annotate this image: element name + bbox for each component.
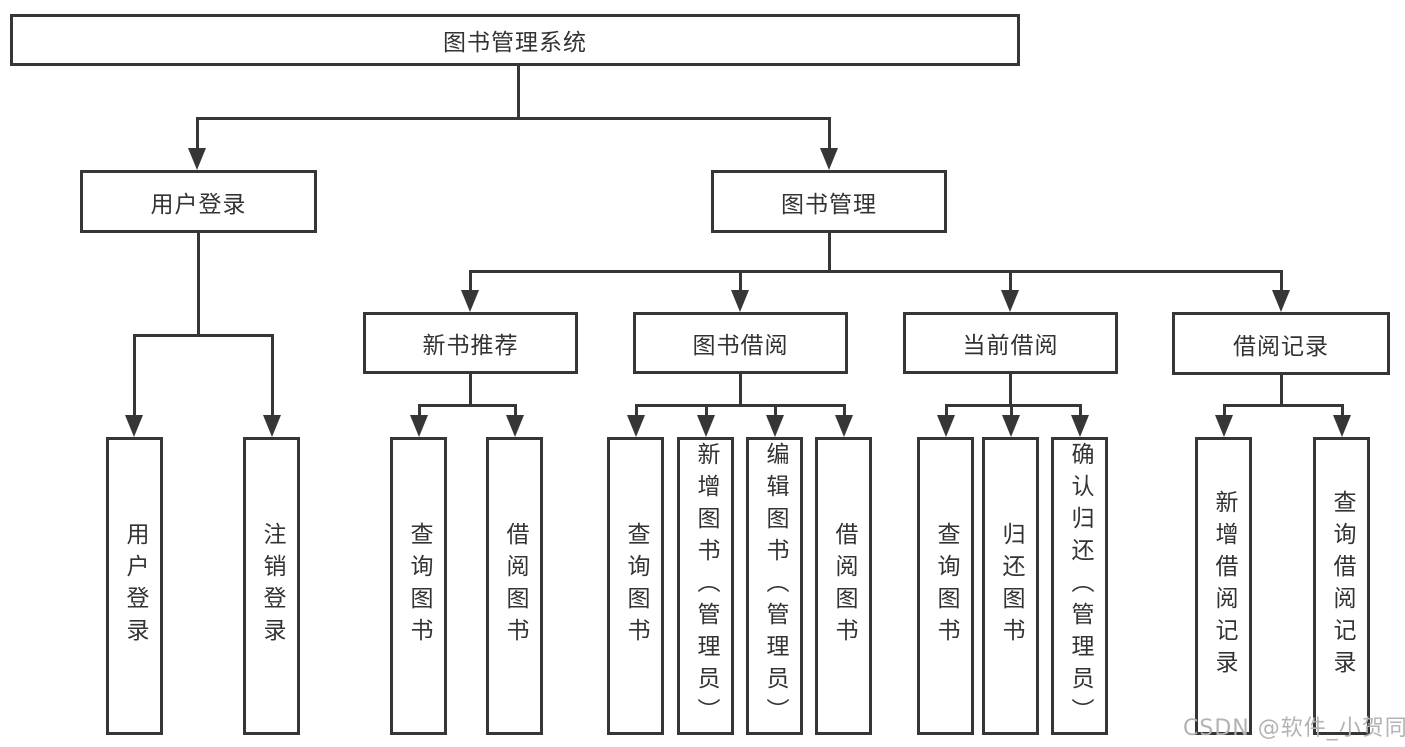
connector-vline — [635, 404, 638, 417]
node-user-login: 用户登录 — [80, 170, 317, 233]
arrow-down-icon — [627, 415, 645, 437]
node-book-management: 图书管理 — [711, 170, 947, 233]
leaf-add-borrow-record: 新增借阅记录 — [1195, 437, 1252, 735]
leaf-borrow-books-recommend: 借阅图书 — [486, 437, 543, 735]
connector-vline — [1009, 374, 1012, 407]
arrow-down-icon — [1001, 290, 1019, 312]
connector-vline — [1280, 270, 1283, 292]
connector-vline — [514, 404, 517, 417]
connector-vline — [774, 404, 777, 417]
node-new-book-recommend: 新书推荐 — [363, 312, 578, 374]
leaf-user-login: 用户登录 — [106, 437, 163, 735]
arrow-down-icon — [937, 415, 955, 437]
arrow-down-icon — [1333, 415, 1351, 437]
connector-vline — [1280, 374, 1283, 407]
connector-hline — [945, 404, 1081, 407]
connector-vline — [1223, 404, 1226, 417]
leaf-logout: 注销登录 — [243, 437, 300, 735]
connector-hline — [1223, 404, 1343, 407]
connector-vline — [517, 66, 520, 118]
connector-hline — [133, 334, 274, 337]
connector-vline — [1341, 404, 1344, 417]
connector-vline — [271, 334, 274, 417]
leaf-query-borrow-record: 查询借阅记录 — [1313, 437, 1370, 735]
connector-vline — [133, 334, 136, 417]
arrow-down-icon — [731, 290, 749, 312]
node-book-borrow: 图书借阅 — [633, 312, 848, 374]
connector-vline — [1009, 270, 1012, 292]
arrow-down-icon — [1272, 290, 1290, 312]
arrow-down-icon — [1002, 415, 1020, 437]
arrow-down-icon — [766, 415, 784, 437]
arrow-down-icon — [461, 290, 479, 312]
connector-hline — [635, 404, 845, 407]
connector-vline — [469, 374, 472, 407]
leaf-add-books-admin: 新增图书（管理员） — [677, 437, 734, 735]
connector-vline — [739, 270, 742, 292]
connector-vline — [1079, 404, 1082, 417]
arrow-down-icon — [697, 415, 715, 437]
connector-vline — [705, 404, 708, 417]
arrow-down-icon — [835, 415, 853, 437]
connector-vline — [469, 270, 472, 292]
leaf-borrow-books: 借阅图书 — [815, 437, 872, 735]
connector-vline — [739, 374, 742, 407]
arrow-down-icon — [1071, 415, 1089, 437]
connector-hline — [196, 117, 830, 120]
connector-vline — [1010, 404, 1013, 417]
watermark: CSDN @软件_小贺同学 — [1183, 716, 1405, 741]
node-library-system: 图书管理系统 — [10, 14, 1020, 66]
arrow-down-icon — [820, 148, 838, 170]
leaf-query-books-current: 查询图书 — [917, 437, 974, 735]
arrow-down-icon — [506, 415, 524, 437]
arrow-down-icon — [188, 148, 206, 170]
connector-vline — [828, 117, 831, 150]
connector-vline — [197, 233, 200, 336]
arrow-down-icon — [1215, 415, 1233, 437]
connector-vline — [843, 404, 846, 417]
leaf-query-books-recommend: 查询图书 — [390, 437, 447, 735]
leaf-edit-books-admin: 编辑图书（管理员） — [746, 437, 803, 735]
connector-hline — [469, 270, 1283, 273]
node-borrow-records: 借阅记录 — [1172, 312, 1390, 375]
arrow-down-icon — [410, 415, 428, 437]
connector-vline — [828, 233, 831, 273]
connector-vline — [945, 404, 948, 417]
leaf-confirm-return-admin: 确认归还（管理员） — [1051, 437, 1108, 735]
arrow-down-icon — [263, 415, 281, 437]
leaf-query-books-borrow: 查询图书 — [607, 437, 664, 735]
node-current-borrow: 当前借阅 — [903, 312, 1118, 374]
connector-vline — [418, 404, 421, 417]
connector-vline — [196, 117, 199, 150]
arrow-down-icon — [125, 415, 143, 437]
leaf-return-books: 归还图书 — [982, 437, 1039, 735]
connector-hline — [418, 404, 517, 407]
